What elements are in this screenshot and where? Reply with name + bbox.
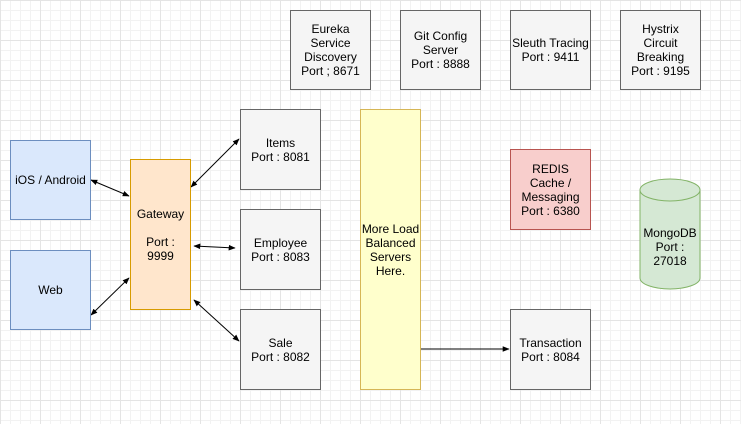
load-balanced-node[interactable]: More Load Balanced Servers Here. (360, 109, 421, 390)
edge-web-gateway (90, 277, 130, 316)
mongodb-label: MongoDB Port : 27018 (643, 226, 697, 268)
edge-ios-gateway (90, 179, 130, 197)
transaction-node[interactable]: Transaction Port : 8084 (510, 309, 591, 390)
mongodb-cylinder[interactable] (639, 178, 701, 290)
edge-gateway-sale (193, 299, 240, 342)
sale-node[interactable]: Sale Port : 8082 (240, 309, 321, 390)
edge-gateway-items (190, 138, 240, 188)
git-config-node[interactable]: Git Config Server Port : 8888 (400, 10, 481, 90)
sleuth-node[interactable]: Sleuth Tracing Port : 9411 (510, 10, 591, 90)
ios-android-node[interactable]: iOS / Android (10, 140, 91, 220)
web-node[interactable]: Web (10, 250, 91, 330)
items-node[interactable]: Items Port : 8081 (240, 109, 321, 190)
edge-gateway-employee (193, 243, 236, 251)
employee-node[interactable]: Employee Port : 8083 (240, 209, 321, 290)
gateway-node[interactable]: Gateway Port : 9999 (130, 159, 191, 310)
eureka-node[interactable]: Eureka Service Discovery Port ; 8671 (290, 10, 371, 90)
hystrix-node[interactable]: Hystrix Circuit Breaking Port : 9195 (620, 10, 701, 90)
redis-node[interactable]: REDIS Cache / Messaging Port : 6380 (510, 149, 591, 230)
